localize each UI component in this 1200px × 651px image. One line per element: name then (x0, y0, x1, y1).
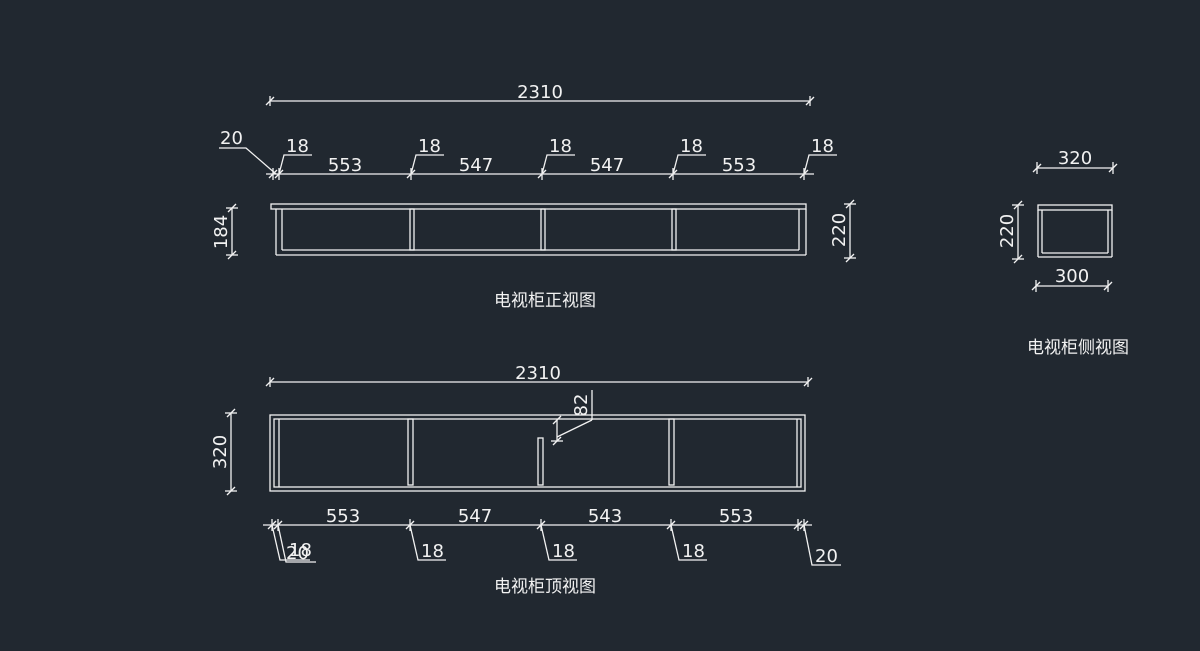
side-height-label: 220 (997, 214, 1018, 248)
front-inner-height-dimension: 184 (211, 203, 238, 260)
front-thickness-label-4: 18 (680, 136, 703, 157)
front-overall-width-label: 2310 (517, 82, 563, 103)
front-view: 2310 553 547 547 553 20 18 (211, 82, 856, 311)
top-thickness-label-2: 18 (421, 541, 444, 562)
top-depth-dimension: 320 (210, 408, 237, 496)
side-height-dimension: 220 (997, 200, 1024, 264)
front-thickness-label-2: 18 (418, 136, 441, 157)
top-bay-2-label: 547 (458, 506, 492, 527)
front-total-height-dimension: 220 (829, 199, 856, 263)
top-partition-label: 82 (571, 394, 592, 417)
top-cabinet-body (269, 414, 806, 492)
front-bay-1-label: 553 (328, 155, 362, 176)
top-thickness-label-1: 18 (289, 540, 312, 561)
top-bay-4-label: 553 (719, 506, 753, 527)
front-thickness-label-1: 18 (286, 136, 309, 157)
top-partition-dimension: 82 (551, 390, 593, 446)
side-base-depth-label: 300 (1055, 266, 1089, 287)
front-view-title: 电视柜正视图 (494, 291, 596, 311)
top-start-offset-label: 20 (286, 543, 309, 564)
side-view: 320 220 300 电视柜侧视图 (997, 148, 1129, 358)
top-thickness-leaders: 20 18 18 18 18 20 (271, 524, 841, 567)
top-overall-width-label: 2310 (515, 363, 561, 384)
side-view-title: 电视柜侧视图 (1027, 338, 1129, 358)
front-bay-2-label: 547 (459, 155, 493, 176)
front-bay-3-label: 547 (590, 155, 624, 176)
front-inner-height-label: 184 (211, 215, 232, 249)
front-thickness-leaders: 20 18 18 18 18 18 (219, 128, 837, 175)
top-bay-1-label: 553 (326, 506, 360, 527)
side-base-depth-dimension: 300 (1031, 266, 1113, 292)
side-top-depth-label: 320 (1058, 148, 1092, 169)
front-segment-dimension: 553 547 547 553 (266, 155, 814, 180)
front-thickness-label-3: 18 (549, 136, 572, 157)
side-cabinet-body (1037, 204, 1113, 258)
top-overall-dimension: 2310 (265, 363, 813, 387)
front-end-offset-label: 20 (220, 128, 243, 149)
front-bay-4-label: 553 (722, 155, 756, 176)
top-bay-3-label: 543 (588, 506, 622, 527)
front-cabinet-body (270, 203, 807, 256)
side-top-depth-dimension: 320 (1032, 148, 1118, 174)
top-depth-label: 320 (210, 435, 231, 469)
top-view-title: 电视柜顶视图 (494, 577, 596, 597)
top-end-offset-label: 20 (815, 546, 838, 567)
front-overall-dimension: 2310 (265, 82, 815, 106)
top-thickness-label-3: 18 (552, 541, 575, 562)
top-thickness-label-4: 18 (682, 541, 705, 562)
front-thickness-label-5: 18 (811, 136, 834, 157)
front-total-height-label: 220 (829, 213, 850, 247)
top-segment-dimension: 553 547 543 553 (263, 506, 812, 531)
top-view: 2310 82 320 (210, 363, 841, 597)
